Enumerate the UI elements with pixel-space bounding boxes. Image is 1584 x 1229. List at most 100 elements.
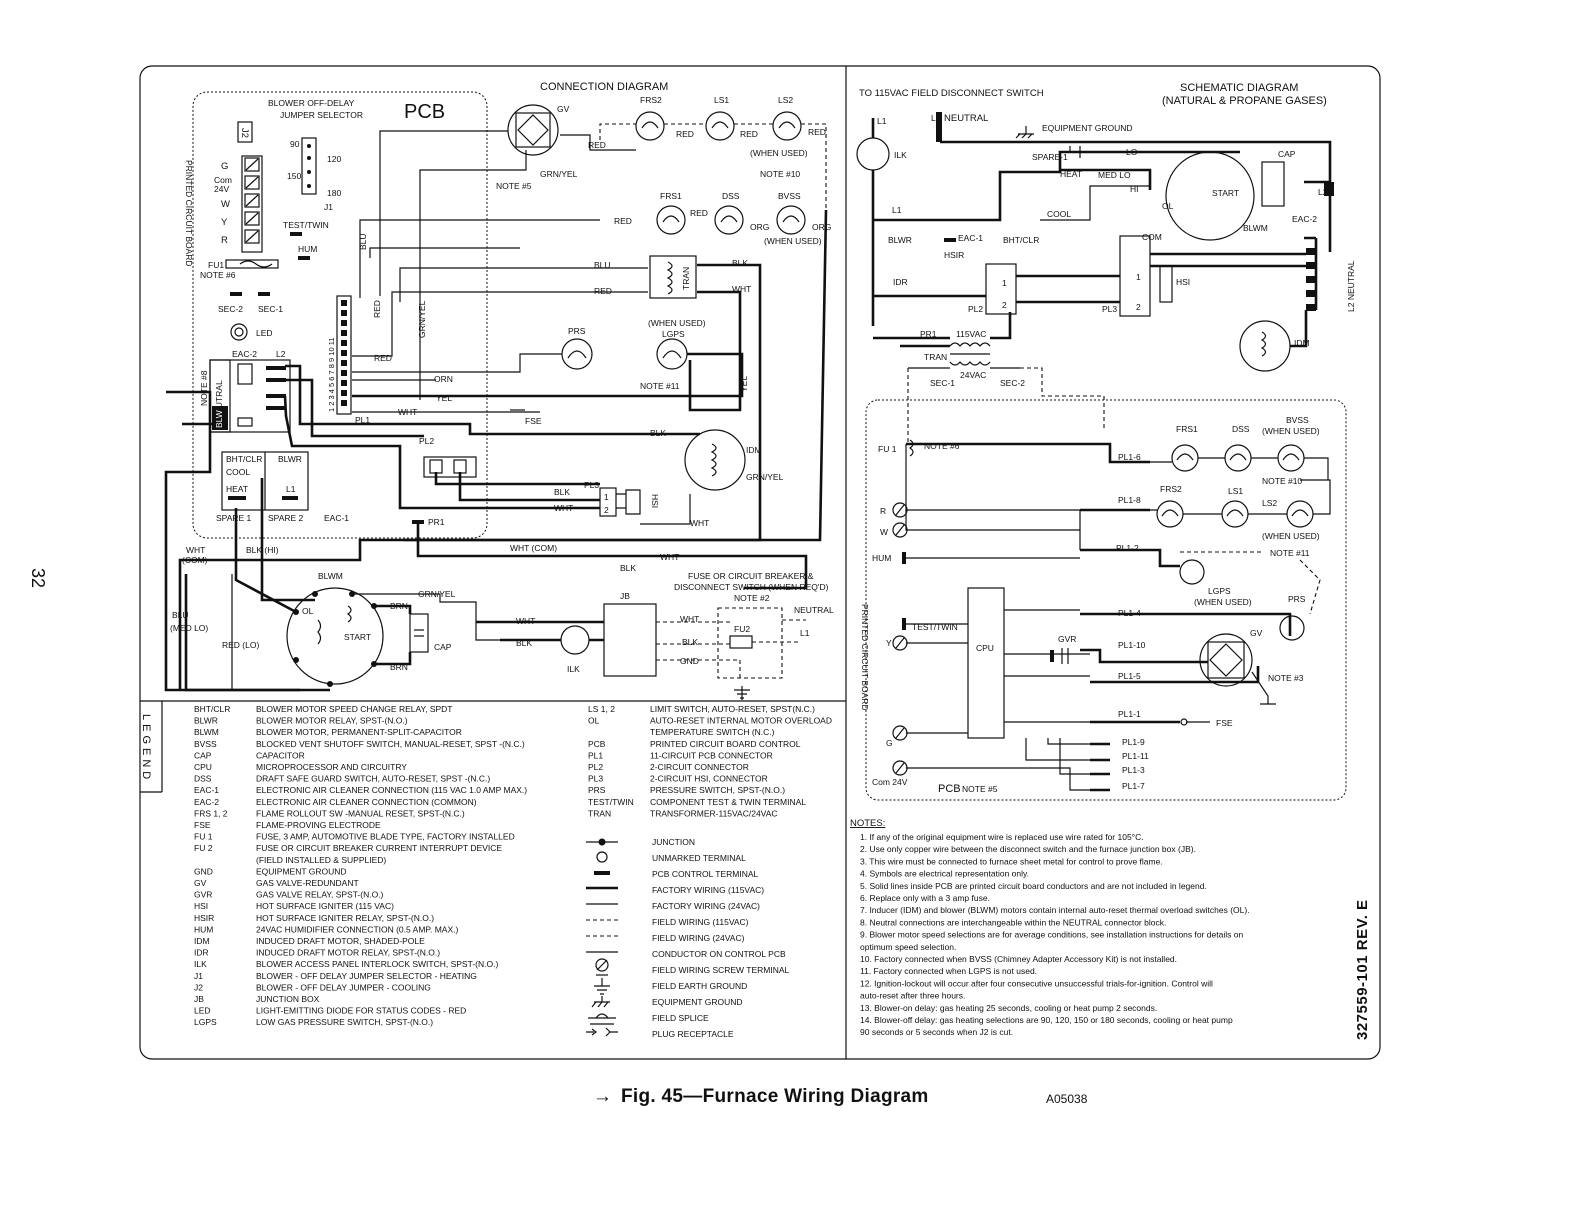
notes: NOTES: 1. If any of the original equipme…: [850, 818, 1250, 1037]
svg-text:GVR: GVR: [1058, 634, 1076, 644]
svg-text:L1: L1: [877, 116, 887, 126]
legend-description: HOT SURFACE IGNITER RELAY, SPST-(N.O.): [256, 913, 434, 923]
svg-text:PL1-3: PL1-3: [1122, 765, 1145, 775]
svg-text:PL1-2: PL1-2: [1116, 543, 1139, 553]
legend-description: LIGHT-EMITTING DIODE FOR STATUS CODES - …: [256, 1006, 466, 1016]
svg-text:PR1: PR1: [428, 517, 445, 527]
schematic-diagram: TO 115VAC FIELD DISCONNECT SWITCH SCHEMA…: [856, 82, 1356, 801]
svg-text:PL1-11: PL1-11: [1122, 751, 1149, 761]
note-item: 5. Solid lines inside PCB are printed ci…: [860, 881, 1207, 891]
legend-abbrev: IDM: [194, 936, 210, 946]
svg-text:NOTE #2: NOTE #2: [734, 593, 770, 603]
svg-text:FRS2: FRS2: [1160, 484, 1182, 494]
legend-description: BLOWER MOTOR RELAY, SPST-(N.O.): [256, 716, 408, 726]
legend-description: FUSE OR CIRCUIT BREAKER CURRENT INTERRUP…: [256, 843, 502, 853]
legend-symbol-description: CONDUCTOR ON CONTROL PCB: [652, 949, 786, 959]
svg-text:(MED LO): (MED LO): [170, 623, 208, 633]
legend-description: LOW GAS PRESSURE SWITCH, SPST-(N.O.): [256, 1017, 433, 1027]
note-item: 10. Factory connected when BVSS (Chimney…: [860, 954, 1177, 964]
legend-abbrev: BHT/CLR: [194, 704, 230, 714]
legend-description: (FIELD INSTALLED & SUPPLIED): [256, 855, 386, 865]
note-item: auto-reset after three hours.: [860, 991, 965, 1001]
svg-text:BVSS: BVSS: [1286, 415, 1309, 425]
svg-text:L2: L2: [931, 113, 941, 123]
note-item: 12. Ignition-lockout will occur after fo…: [860, 978, 1213, 988]
svg-text:G: G: [886, 738, 893, 748]
legend-abbrev: LED: [194, 1006, 211, 1016]
svg-text:Com: Com: [214, 175, 232, 185]
legend-symbol-description: JUNCTION: [652, 837, 695, 847]
legend-abbrev: OL: [588, 716, 600, 726]
svg-text:BLK: BLK: [516, 638, 532, 648]
svg-text:ORG: ORG: [750, 222, 769, 232]
legend-description: 2-CIRCUIT CONNECTOR: [650, 762, 749, 772]
svg-text:RED (LO): RED (LO): [222, 640, 259, 650]
legend-abbrev: FSE: [194, 820, 211, 830]
diagram-frame: [139, 65, 1381, 1060]
svg-text:BLK: BLK: [620, 563, 636, 573]
svg-text:OL: OL: [302, 606, 314, 616]
schematic-blower-motor-icon: [1165, 151, 1255, 241]
svg-text:BLOWER OFF-DELAY: BLOWER OFF-DELAY: [268, 98, 355, 108]
note-item: optimum speed selection.: [860, 942, 956, 952]
svg-text:PR1: PR1: [920, 329, 937, 339]
legend-symbol-description: PLUG RECEPTACLE: [652, 1029, 734, 1039]
svg-text:SPARE 1: SPARE 1: [216, 513, 252, 523]
svg-text:BLK: BLK: [732, 258, 748, 268]
legend-description: CAPACITOR: [256, 750, 305, 760]
svg-text:Com 24V: Com 24V: [872, 777, 908, 787]
legend-symbol-description: FIELD WIRING (115VAC): [652, 917, 749, 927]
svg-text:DSS: DSS: [722, 191, 740, 201]
svg-text:NEUTRAL: NEUTRAL: [944, 113, 988, 124]
legend-symbol-description: FIELD WIRING (24VAC): [652, 933, 745, 943]
svg-text:JB: JB: [620, 591, 630, 601]
svg-text:BHT/CLR: BHT/CLR: [1003, 235, 1039, 245]
svg-text:LS1: LS1: [1228, 486, 1243, 496]
connection-title: CONNECTION DIAGRAM: [540, 81, 668, 93]
svg-text:FU1: FU1: [208, 260, 224, 270]
svg-text:(WHEN USED): (WHEN USED): [1262, 426, 1320, 436]
legend-description: BLOWER - OFF DELAY JUMPER - COOLING: [256, 982, 431, 992]
svg-text:BLK: BLK: [682, 637, 698, 647]
svg-text:LGPS: LGPS: [1208, 586, 1231, 596]
legend-abbrev: LS 1, 2: [588, 704, 615, 714]
svg-text:WHT: WHT: [732, 284, 751, 294]
legend-abbrev: BLWM: [194, 727, 219, 737]
legend-abbrev: LGPS: [194, 1017, 217, 1027]
svg-text:WHT: WHT: [690, 518, 709, 528]
legend-description: HOT SURFACE IGNITER (115 VAC): [256, 901, 394, 911]
legend-description: BLOWER MOTOR, PERMANENT-SPLIT-CAPACITOR: [256, 727, 462, 737]
legend-description: INDUCED DRAFT MOTOR RELAY, SPST-(N.O.): [256, 948, 440, 958]
svg-text:OL: OL: [1162, 201, 1174, 211]
legend-description: GAS VALVE RELAY, SPST-(N.O.): [256, 890, 384, 900]
svg-text:150: 150: [287, 171, 301, 181]
svg-text:NOTE #8: NOTE #8: [199, 370, 209, 406]
svg-text:BRN: BRN: [390, 662, 408, 672]
svg-text:START: START: [344, 632, 371, 642]
svg-text:SEC-1: SEC-1: [930, 378, 955, 388]
schematic-title: SCHEMATIC DIAGRAM: [1180, 82, 1298, 94]
legend-description: 11-CIRCUIT PCB CONNECTOR: [650, 750, 773, 760]
legend-description: JUNCTION BOX: [256, 994, 320, 1004]
svg-text:NOTE #11: NOTE #11: [1270, 548, 1310, 558]
svg-text:IDM: IDM: [1294, 338, 1310, 348]
svg-text:BLWR: BLWR: [888, 235, 912, 245]
svg-text:FUSE OR CIRCUIT BREAKER &: FUSE OR CIRCUIT BREAKER &: [688, 571, 814, 581]
thermostat-terminal-block: G Com 24V W Y R: [214, 155, 263, 253]
svg-text:GRN/YEL: GRN/YEL: [746, 472, 784, 482]
svg-text:(NATURAL & PROPANE GASES): (NATURAL & PROPANE GASES): [1162, 95, 1327, 107]
svg-text:NOTE #10: NOTE #10: [1262, 476, 1302, 486]
svg-text:FU2: FU2: [734, 624, 750, 634]
svg-text:FSE: FSE: [1216, 718, 1233, 728]
inducer-motor-icon: [684, 429, 746, 491]
svg-text:ORG: ORG: [812, 222, 831, 232]
legend-abbrev: IDR: [194, 948, 209, 958]
legend-description: LIMIT SWITCH, AUTO-RESET, SPST(N.C.): [650, 704, 815, 714]
svg-text:BLWM: BLWM: [318, 571, 343, 581]
schematic-pcb-side-label: PRINTED CIRCUIT BOARD: [860, 604, 870, 711]
svg-text:L2: L2: [1318, 187, 1328, 197]
svg-text:RED: RED: [594, 286, 612, 296]
svg-text:CAP: CAP: [1278, 149, 1296, 159]
note-item: 4. Symbols are electrical representation…: [860, 869, 1029, 879]
